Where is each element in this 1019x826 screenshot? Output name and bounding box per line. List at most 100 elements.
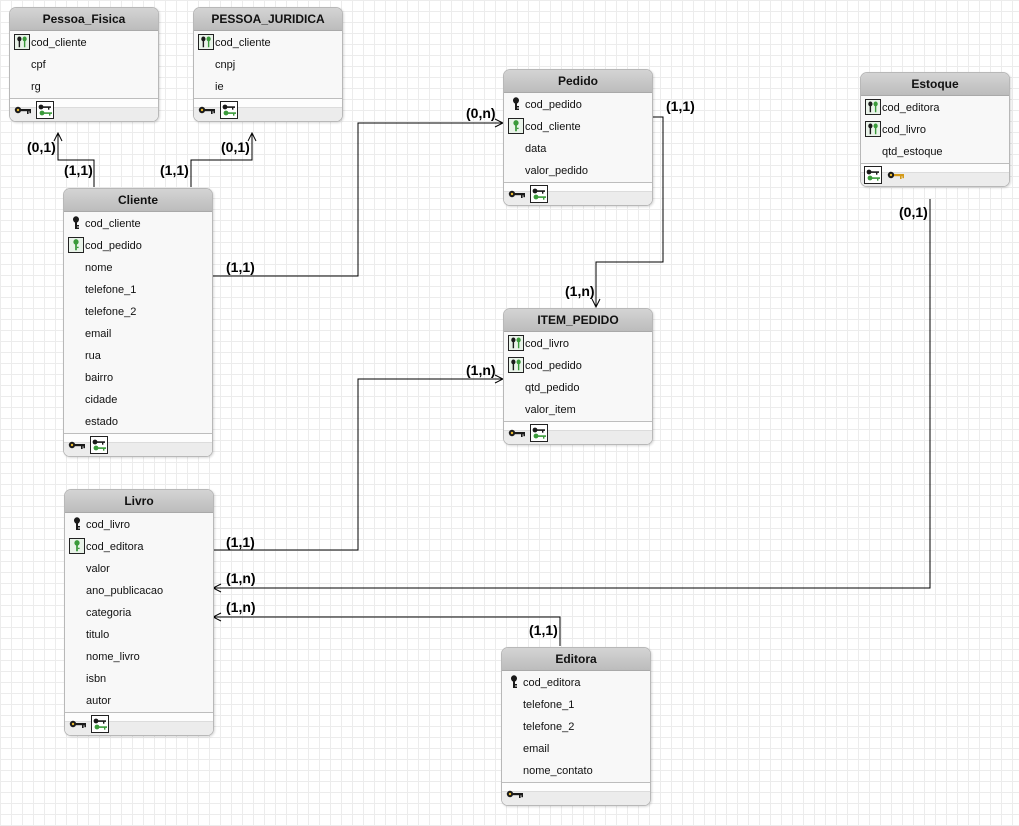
- field-row[interactable]: telefone_1: [64, 279, 212, 301]
- field-row[interactable]: cod_cliente: [194, 32, 342, 54]
- field-row[interactable]: bairro: [64, 367, 212, 389]
- field-row[interactable]: cod_editora: [65, 536, 213, 558]
- primary-foreign-key-icon: [508, 335, 524, 351]
- field-row[interactable]: cod_livro: [861, 119, 1009, 141]
- field-row[interactable]: cod_pedido: [504, 355, 652, 377]
- field-row[interactable]: cod_livro: [65, 514, 213, 536]
- cardinality-label: (0,1): [27, 139, 56, 155]
- table-title: PESSOA_JURIDICA: [194, 8, 342, 31]
- field-row[interactable]: autor: [65, 690, 213, 712]
- field-row[interactable]: cod_editora: [861, 97, 1009, 119]
- connector-cliente-pessoa-fisica: [58, 133, 95, 187]
- connector-cliente-pessoa-juridica: [190, 133, 252, 187]
- field-row[interactable]: cidade: [64, 389, 212, 411]
- foreign-key-icon: [508, 118, 524, 134]
- keys-icon[interactable]: [36, 101, 54, 119]
- field-name: rg: [31, 81, 41, 93]
- field-name: estado: [85, 416, 119, 428]
- field-row[interactable]: cod_cliente: [10, 32, 158, 54]
- table-toolbar: [194, 98, 342, 121]
- field-name: cod_editora: [86, 541, 144, 553]
- keys-icon[interactable]: [90, 436, 108, 454]
- field-row[interactable]: rua: [64, 345, 212, 367]
- cardinality-label: (1,n): [565, 283, 595, 299]
- field-row[interactable]: cod_pedido: [504, 94, 652, 116]
- connector-cliente-pedido: [213, 123, 503, 277]
- field-row[interactable]: estado: [64, 411, 212, 433]
- field-row[interactable]: nome_livro: [65, 646, 213, 668]
- keys-icon[interactable]: [220, 101, 238, 119]
- key-icon[interactable]: [67, 436, 87, 454]
- field-row[interactable]: ano_publicacao: [65, 580, 213, 602]
- field-row[interactable]: valor_pedido: [504, 160, 652, 182]
- cardinality-label: (1,1): [64, 162, 93, 178]
- field-row[interactable]: cod_cliente: [64, 213, 212, 235]
- field-row[interactable]: categoria: [65, 602, 213, 624]
- field-name: cod_cliente: [31, 37, 87, 49]
- field-row[interactable]: nome: [64, 257, 212, 279]
- cardinality-label: (1,n): [226, 599, 256, 615]
- field-row[interactable]: data: [504, 138, 652, 160]
- field-row[interactable]: cnpj: [194, 54, 342, 76]
- cardinality-label: (1,1): [666, 98, 695, 114]
- field-name: cod_editora: [523, 677, 581, 689]
- field-row[interactable]: nome_contato: [502, 760, 650, 782]
- keys-icon[interactable]: [530, 185, 548, 203]
- key-icon[interactable]: [13, 101, 33, 119]
- cardinality-label: (1,n): [466, 362, 496, 378]
- table-toolbar: [861, 163, 1009, 186]
- field-row[interactable]: valor: [65, 558, 213, 580]
- field-row[interactable]: email: [502, 738, 650, 760]
- field-row[interactable]: email: [64, 323, 212, 345]
- keys-icon[interactable]: [864, 166, 882, 184]
- key-icon[interactable]: [886, 166, 906, 184]
- primary-key-icon: [508, 96, 524, 112]
- table-toolbar: [65, 712, 213, 735]
- field-row[interactable]: qtd_estoque: [861, 141, 1009, 163]
- field-row[interactable]: ie: [194, 76, 342, 98]
- field-name: bairro: [85, 372, 114, 384]
- field-name: valor_item: [525, 404, 576, 416]
- field-row[interactable]: cod_cliente: [504, 116, 652, 138]
- field-row[interactable]: telefone_2: [64, 301, 212, 323]
- field-row[interactable]: titulo: [65, 624, 213, 646]
- primary-foreign-key-icon: [14, 34, 30, 50]
- field-row[interactable]: cpf: [10, 54, 158, 76]
- keys-icon[interactable]: [530, 424, 548, 442]
- foreign-key-icon: [68, 237, 84, 253]
- field-name: cod_editora: [882, 102, 940, 114]
- field-row[interactable]: valor_item: [504, 399, 652, 421]
- field-row[interactable]: qtd_pedido: [504, 377, 652, 399]
- field-row[interactable]: telefone_1: [502, 694, 650, 716]
- field-row[interactable]: telefone_2: [502, 716, 650, 738]
- primary-foreign-key-icon: [865, 99, 881, 115]
- key-icon[interactable]: [507, 185, 527, 203]
- field-row[interactable]: cod_livro: [504, 333, 652, 355]
- cardinality-label: (0,1): [221, 139, 250, 155]
- cardinality-label: (0,1): [899, 204, 928, 220]
- key-icon[interactable]: [507, 424, 527, 442]
- key-icon[interactable]: [505, 785, 525, 803]
- keys-icon[interactable]: [91, 715, 109, 733]
- field-row[interactable]: isbn: [65, 668, 213, 690]
- key-icon[interactable]: [68, 715, 88, 733]
- field-name: valor: [86, 563, 110, 575]
- field-name: cpf: [31, 59, 46, 71]
- table-title: Editora: [502, 648, 650, 671]
- field-row[interactable]: cod_editora: [502, 672, 650, 694]
- field-row[interactable]: rg: [10, 76, 158, 98]
- primary-key-icon: [68, 215, 84, 231]
- key-icon[interactable]: [197, 101, 217, 119]
- field-row[interactable]: cod_pedido: [64, 235, 212, 257]
